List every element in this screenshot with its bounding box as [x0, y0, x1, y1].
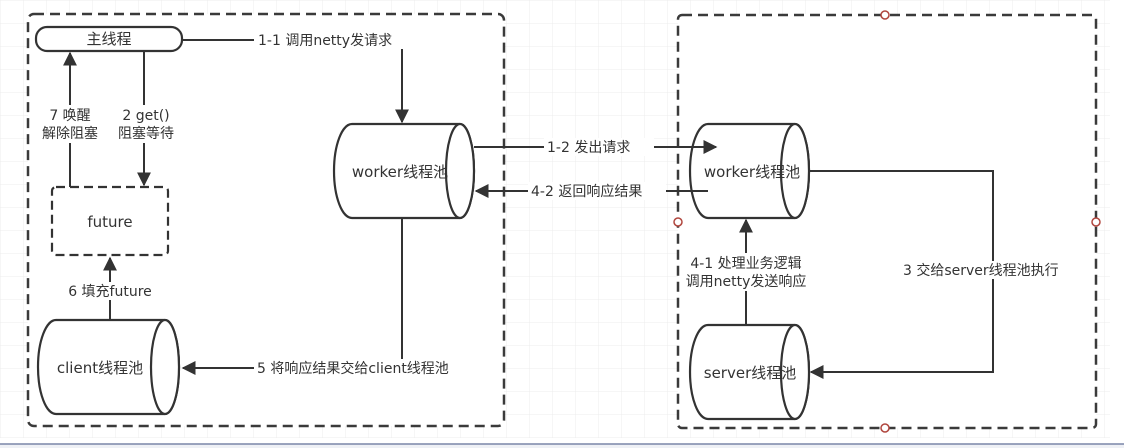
edge-4-2-label: 4-2 返回响应结果 [531, 183, 642, 200]
server-pool-node[interactable]: server线程池 [688, 323, 811, 421]
edge-2-label-line1: 2 get() [122, 108, 169, 124]
edge-6[interactable]: 6 填充future [60, 256, 160, 320]
edge-4-2[interactable]: 4-2 返回响应结果 [474, 182, 708, 200]
edge-5-label: 5 将响应结果交给client线程池 [257, 360, 449, 377]
client-group-container[interactable] [26, 12, 506, 428]
future-node[interactable]: future [50, 185, 170, 257]
edge-7-label-line2: 解除阻塞 [42, 125, 98, 142]
edge-3-label: 3 交给server线程池执行 [903, 262, 1059, 279]
main-thread-label: 主线程 [86, 30, 131, 48]
main-thread-node[interactable]: 主线程 [34, 25, 184, 53]
edge-7[interactable]: 7 唤醒 解除阻塞 [38, 51, 104, 187]
edge-3[interactable]: 3 交给server线程池执行 [809, 170, 1086, 379]
resize-handle-bottom[interactable] [880, 423, 890, 433]
edge-6-label: 6 填充future [68, 284, 152, 300]
resize-handle-top[interactable] [880, 10, 890, 20]
edge-1-1-label: 1-1 调用netty发请求 [258, 33, 392, 49]
edge-5[interactable]: 5 将响应结果交给client线程池 [181, 218, 476, 377]
edge-1-2-label: 1-2 发出请求 [547, 140, 630, 156]
edge-2-label-line2: 阻塞等待 [118, 125, 174, 142]
server-pool-label: server线程池 [704, 364, 796, 382]
edge-1-1[interactable]: 1-1 调用netty发请求 [182, 31, 412, 124]
edge-1-2[interactable]: 1-2 发出请求 [474, 138, 718, 156]
client-pool-label: client线程池 [57, 359, 143, 377]
client-pool-node[interactable]: client线程池 [36, 318, 181, 416]
client-worker-pool-node[interactable]: worker线程池 [332, 122, 476, 220]
edge-4-1[interactable]: 4-1 处理业务逻辑 调用netty发送响应 [684, 218, 808, 325]
server-worker-pool-label: worker线程池 [704, 163, 800, 181]
server-worker-pool-node[interactable]: worker线程池 [688, 122, 811, 220]
future-label: future [87, 213, 132, 231]
edge-4-1-label-line2: 调用netty发送响应 [686, 273, 807, 290]
bottom-divider [0, 444, 1124, 448]
resize-handle-right[interactable] [1091, 217, 1101, 227]
edge-2[interactable]: 2 get() 阻塞等待 [112, 51, 182, 187]
resize-handle-left[interactable] [673, 217, 683, 227]
edge-4-1-label-line1: 4-1 处理业务逻辑 [690, 256, 801, 272]
edge-7-label-line1: 7 唤醒 [49, 107, 90, 124]
client-worker-pool-label: worker线程池 [352, 163, 448, 181]
